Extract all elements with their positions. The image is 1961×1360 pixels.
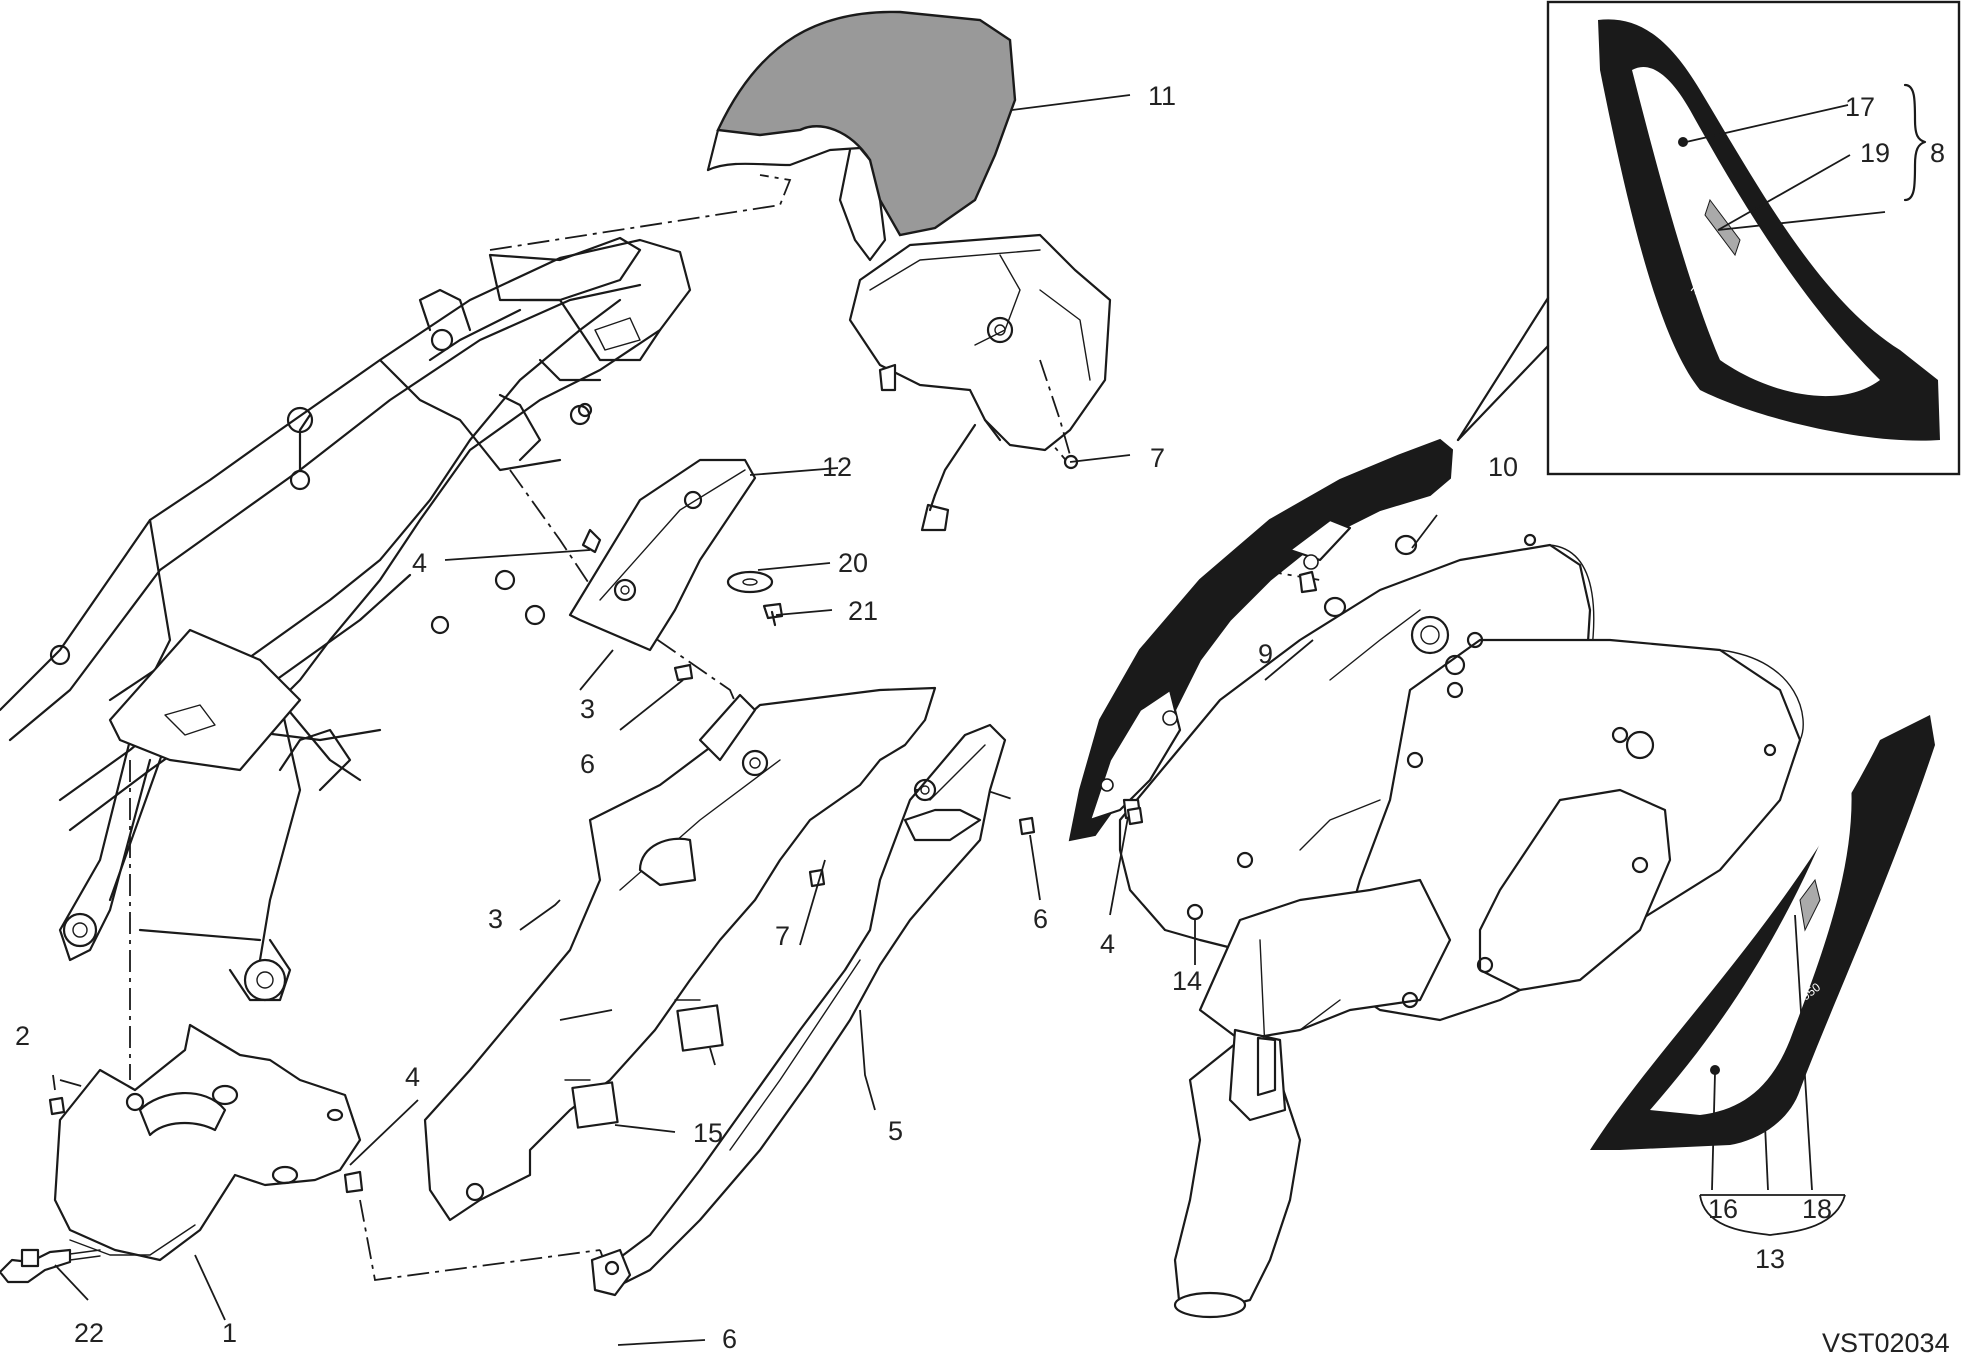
- callout-17: 17: [1845, 92, 1875, 122]
- callout-5: 5: [888, 1116, 903, 1146]
- callout-7-top: 7: [1150, 443, 1165, 473]
- callout-2: 2: [15, 1021, 30, 1051]
- callout-6-top: 6: [580, 749, 595, 779]
- callout-8: 8: [1930, 138, 1945, 168]
- callout-16: 16: [1708, 1194, 1738, 1224]
- upper-bracket-12: [568, 458, 757, 682]
- callout-19: 19: [1860, 138, 1890, 168]
- side-panel-right: [590, 723, 1036, 1297]
- detail-inset: HYPERMOTARD 950: [1456, 0, 1961, 476]
- leader-lines: [52, 94, 1886, 1346]
- callout-11: 11: [1148, 81, 1176, 111]
- number-plate-holder: [48, 1023, 364, 1262]
- callout-1: 1: [222, 1318, 237, 1348]
- callout-4-bottom: 4: [405, 1062, 420, 1092]
- callout-14: 14: [1172, 966, 1202, 996]
- callout-labels: 11 7 12 20 21 4 3 6 3 7 6 15 5 2 4 1 22 …: [15, 81, 1950, 1358]
- callout-13: 13: [1755, 1244, 1785, 1274]
- drawing-code: VST02034: [1822, 1328, 1950, 1358]
- callout-20: 20: [838, 548, 868, 578]
- callout-22: 22: [74, 1318, 104, 1348]
- exhaust-heat-shield: [1068, 438, 1454, 921]
- callout-7-mid: 7: [775, 921, 790, 951]
- side-panel-left: [423, 686, 937, 1222]
- callout-6-right: 6: [1033, 904, 1048, 934]
- washer-and-screw: [726, 570, 784, 627]
- cable-tie: [0, 1248, 101, 1284]
- callout-3-top: 3: [580, 694, 595, 724]
- callout-12: 12: [822, 452, 852, 482]
- decal-set-13: HYPERMOTARD 950: [1590, 715, 1935, 1150]
- callout-6-bottom: 6: [722, 1324, 737, 1354]
- rear-subframe: [0, 236, 692, 1002]
- callout-10: 10: [1488, 452, 1518, 482]
- exhaust-muffler: [1118, 533, 1804, 1319]
- callout-4-right: 4: [1100, 929, 1115, 959]
- callout-9: 9: [1258, 639, 1273, 669]
- seat-cover: [706, 10, 1017, 262]
- callout-15: 15: [693, 1118, 723, 1148]
- tail-light-unit: [848, 233, 1112, 532]
- callout-3-mid: 3: [488, 904, 503, 934]
- callout-18: 18: [1802, 1194, 1832, 1224]
- callout-4-top: 4: [412, 548, 427, 578]
- callout-21: 21: [848, 596, 878, 626]
